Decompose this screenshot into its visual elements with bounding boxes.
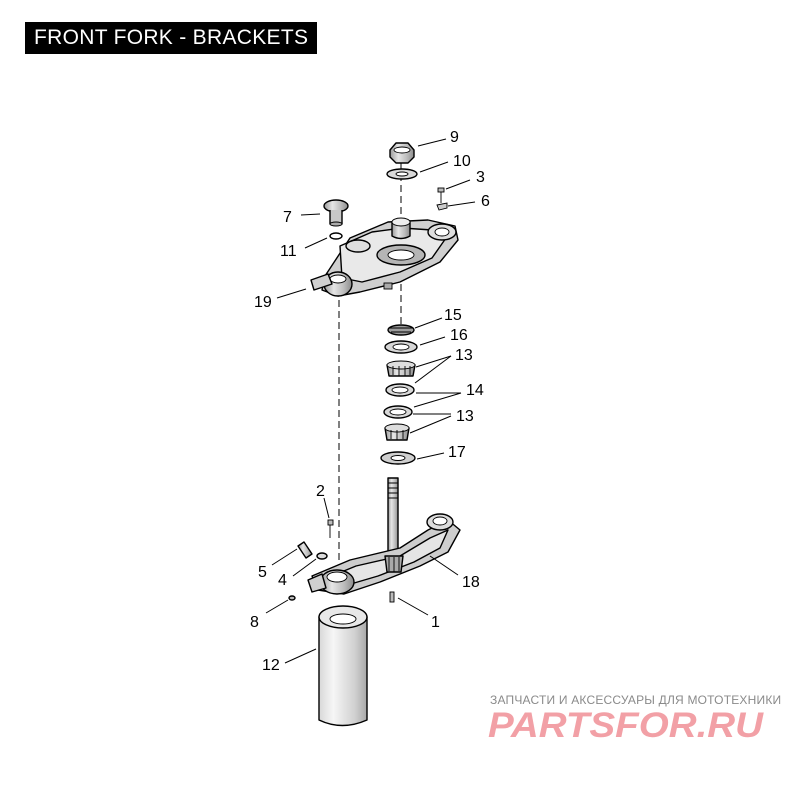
callout-15: 15 [444,307,462,324]
part-14-lower-race [383,405,413,419]
callout-19: 19 [254,294,272,311]
callout-3: 3 [476,169,485,186]
callout-7: 7 [283,209,292,226]
part-12-fork-tube [318,605,368,727]
part-18-lower-bracket-stem [307,477,461,595]
callout-14: 14 [466,382,484,399]
callout-17: 17 [448,444,466,461]
callout-18: 18 [462,574,480,591]
callout-12: 12 [262,657,280,674]
part-13-upper-bearing [386,360,416,377]
callout-8: 8 [250,614,259,631]
part-10-washer [386,168,418,180]
callout-16: 16 [450,327,468,344]
callout-4: 4 [278,572,287,589]
watermark-logo: PARTSFOR.RU [488,706,764,745]
part-6-clip [436,202,448,211]
part-3-screw [437,187,445,203]
callout-1: 1 [431,614,440,631]
part-7-plug [323,199,349,227]
callout-11: 11 [280,243,297,260]
callout-numbers: 1 2 3 4 5 6 7 8 9 10 11 12 13 13 14 15 1… [250,129,490,674]
part-13-lower-bearing [384,423,410,441]
part-4-washer [316,552,328,560]
callout-13-upper: 13 [455,347,473,364]
callout-10: 10 [453,153,471,170]
part-11-o-ring [329,232,343,240]
watermark-logo-text: PARTSFOR.RU [488,706,764,745]
part-17-seal [380,451,416,465]
callout-2: 2 [316,483,325,500]
part-1-pin [389,591,395,603]
part-15-bearing [387,324,415,336]
part-8-screw [288,595,296,601]
part-16-seal [384,340,418,354]
callout-9: 9 [450,129,459,146]
callout-13-lower: 13 [456,408,474,425]
part-19-upper-fork-bracket [310,217,459,297]
part-14-upper-race [385,383,415,397]
part-5-bolt [297,541,313,559]
callout-5: 5 [258,564,267,581]
page-title: FRONT FORK - BRACKETS [25,22,318,54]
part-2-screw [327,519,334,538]
callout-leader-lines [265,138,476,664]
callout-6: 6 [481,193,490,210]
watermark-caption: ЗАПЧАСТИ И АКСЕССУАРЫ ДЛЯ МОТОТЕХНИКИ [490,693,782,707]
part-9-stem-nut [389,142,415,164]
